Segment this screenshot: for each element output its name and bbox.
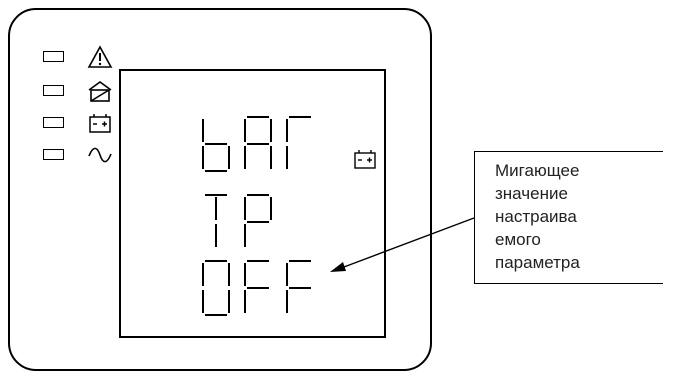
annotation-text: Мигающее значение настраива емого параме… — [495, 159, 665, 274]
lcd-char-O — [202, 260, 230, 316]
annotation-box — [474, 151, 663, 284]
lcd-line-1 — [202, 116, 311, 172]
battery-icon — [89, 114, 111, 133]
indicator-column — [43, 45, 123, 175]
lcd-line-2 — [205, 194, 272, 247]
lcd-display — [119, 69, 386, 338]
lcd-char-P — [244, 194, 272, 247]
indicator-led — [43, 51, 64, 62]
lcd-line-3 — [202, 260, 311, 316]
annotation-line: емого — [495, 230, 541, 249]
indicator-warning — [43, 45, 123, 69]
indicator-led — [43, 117, 64, 128]
lcd-char-r — [286, 116, 311, 169]
lcd-char-b — [202, 119, 230, 172]
indicator-led — [43, 85, 64, 96]
lcd-char-T — [205, 194, 227, 247]
lcd-battery-icon — [354, 150, 376, 169]
annotation-line: настраива — [495, 207, 577, 226]
annotation-line: Мигающее — [495, 161, 580, 180]
ac-sine-icon — [88, 147, 112, 163]
lcd-char-F — [244, 260, 269, 313]
annotation-line: значение — [495, 184, 568, 203]
indicator-ac — [43, 143, 123, 167]
annotation-line: параметра — [495, 253, 580, 272]
warning-icon — [87, 45, 113, 68]
lcd-segment-area — [202, 116, 376, 316]
lcd-char-A — [244, 116, 272, 169]
lcd-char-F — [286, 260, 311, 313]
indicator-bypass — [43, 79, 123, 103]
indicator-led — [43, 149, 64, 160]
indicator-battery — [43, 111, 123, 135]
bypass-icon — [88, 81, 112, 102]
